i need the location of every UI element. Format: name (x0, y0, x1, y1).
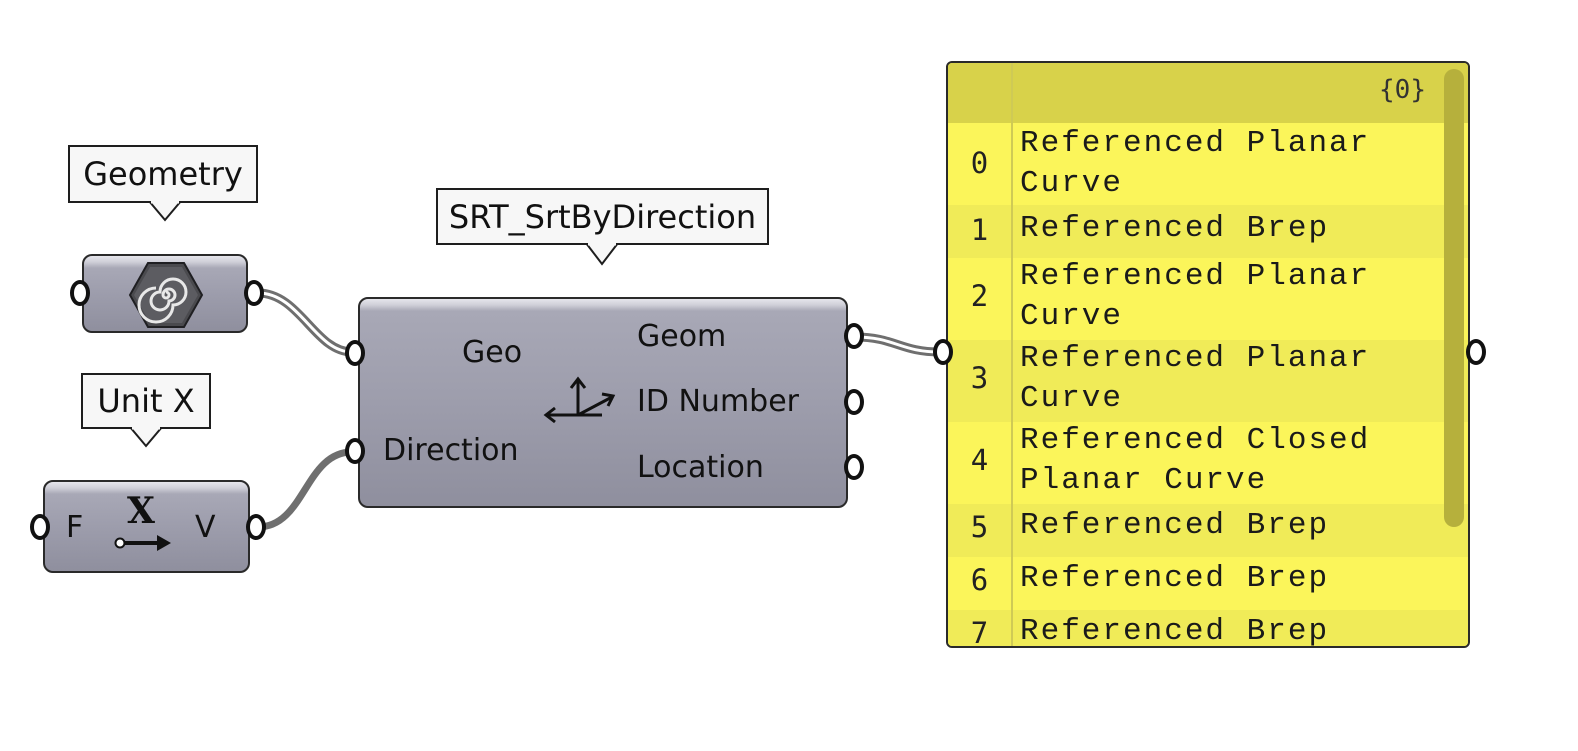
geometry-tag: Geometry (68, 145, 258, 203)
arrow-right-icon (114, 535, 171, 551)
spiral-hexagon-icon (128, 262, 204, 328)
unit-x-component[interactable]: F V X (43, 480, 250, 573)
list-item-index: 3 (970, 361, 989, 395)
wire-unitx-to-direction (257, 448, 353, 531)
unit-x-input-label: F (66, 510, 84, 545)
geometry-tag-pointer (148, 201, 182, 222)
srt-tag: SRT_SrtByDirection (436, 188, 769, 245)
unit-x-output-grip[interactable] (246, 514, 266, 540)
panel-input-grip[interactable] (933, 339, 953, 365)
list-item-text: Referenced Planar Curve (1020, 341, 1371, 416)
panel-index-divider (1011, 63, 1013, 646)
list-item-text: Referenced Brep (1020, 614, 1330, 648)
list-item: 6 Referenced Brep (948, 557, 1468, 610)
unit-x-vector-icon: X (113, 490, 173, 564)
list-item-index: 0 (970, 146, 989, 180)
list-item-index: 5 (970, 510, 989, 544)
srt-geo-input-grip[interactable] (345, 340, 365, 366)
geometry-output-grip[interactable] (244, 280, 264, 306)
geometry-input-grip[interactable] (70, 280, 90, 306)
list-item-text: Referenced Planar Curve (1020, 259, 1371, 334)
panel-output-grip[interactable] (1466, 339, 1486, 365)
srt-geom-output-grip[interactable] (844, 323, 864, 349)
srt-tag-label: SRT_SrtByDirection (448, 197, 757, 236)
wire-geometry-to-geo (257, 288, 353, 357)
unit-x-input-grip[interactable] (30, 514, 50, 540)
srt-component[interactable]: Geo Direction Geom ID Number Location (358, 297, 848, 508)
list-item-index: 2 (970, 279, 989, 313)
panel-header: {0} (948, 63, 1468, 123)
sort-axes-icon (543, 376, 616, 424)
list-item-index: 7 (970, 616, 989, 648)
list-item: 0 Referenced Planar Curve (948, 123, 1468, 205)
srt-input-geo-label: Geo (462, 335, 523, 370)
list-item-text: Referenced Brep (1020, 508, 1330, 543)
list-item-text: Referenced Brep (1020, 211, 1330, 246)
geometry-param-component[interactable] (82, 254, 248, 333)
srt-output-location-label: Location (637, 450, 764, 485)
list-item: 2 Referenced Planar Curve (948, 258, 1468, 340)
unit-x-icon-letter: X (127, 490, 155, 532)
list-item-text: Referenced Closed Planar Curve (1020, 423, 1371, 498)
srt-direction-input-grip[interactable] (345, 438, 365, 464)
list-item: 7 Referenced Brep (948, 610, 1468, 648)
srt-tag-pointer (585, 243, 619, 266)
geometry-tag-label: Geometry (83, 155, 243, 193)
list-item-index: 4 (970, 443, 989, 477)
list-item-text: Referenced Planar Curve (1020, 126, 1371, 201)
srt-output-geom-label: Geom (637, 319, 727, 354)
srt-id-number-output-grip[interactable] (844, 389, 864, 415)
list-item: 5 Referenced Brep (948, 504, 1468, 557)
srt-output-id-number-label: ID Number (637, 384, 799, 419)
unit-x-tag-pointer (129, 427, 163, 448)
panel-branch-path: {0} (1379, 75, 1426, 105)
panel-scrollbar[interactable] (1444, 69, 1464, 527)
list-item: 4 Referenced Closed Planar Curve (948, 422, 1468, 504)
list-item-index: 1 (970, 213, 989, 247)
unit-x-tag: Unit X (81, 373, 211, 429)
list-item-text: Referenced Brep (1020, 561, 1330, 596)
unit-x-tag-label: Unit X (97, 382, 195, 420)
data-panel[interactable]: {0} 0 Referenced Planar Curve 1 Referenc… (946, 61, 1470, 648)
srt-input-direction-label: Direction (383, 433, 519, 468)
list-item-index: 6 (970, 563, 989, 597)
unit-x-output-label: V (195, 510, 216, 545)
list-item: 1 Referenced Brep (948, 205, 1468, 258)
list-item: 3 Referenced Planar Curve (948, 340, 1468, 422)
wire-geom-to-panel (854, 332, 941, 357)
srt-location-output-grip[interactable] (844, 454, 864, 480)
